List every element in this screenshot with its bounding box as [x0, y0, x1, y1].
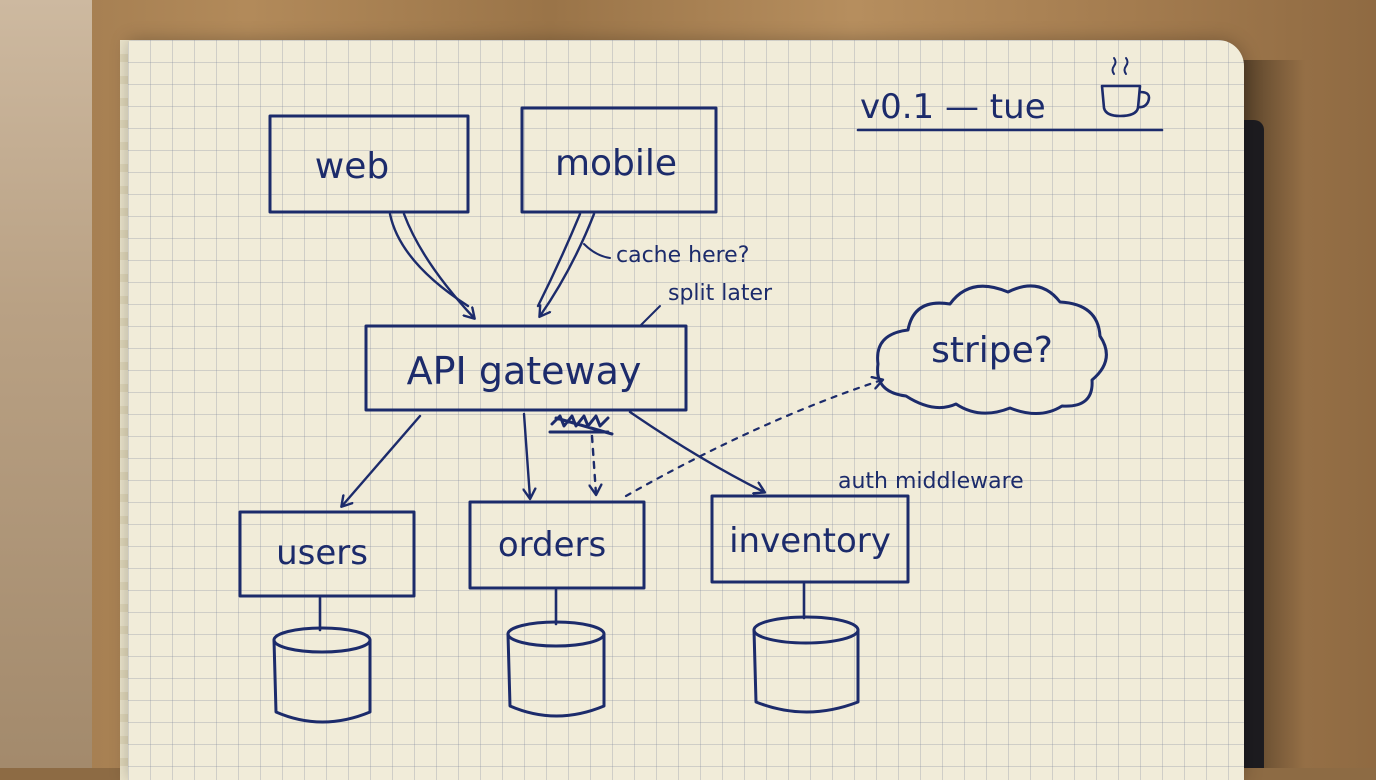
- split-pointer: [639, 305, 661, 327]
- cache-pointer: [583, 243, 611, 259]
- auth-annotation: auth middleware: [838, 469, 1024, 494]
- api-gateway-label: API gateway: [407, 349, 642, 393]
- coffee-cup-icon: [1100, 57, 1151, 118]
- web-node: web: [268, 114, 470, 214]
- stripe-cloud-node: stripe?: [876, 284, 1108, 415]
- gateway-to-inventory-arrow: [628, 410, 764, 492]
- users-label: users: [276, 533, 368, 573]
- orders-database-icon: [506, 620, 606, 718]
- api-gateway-node: API gateway: [364, 324, 688, 412]
- mobile-node: mobile: [520, 106, 718, 214]
- mobile-to-gateway-arrowhead: [540, 212, 596, 316]
- cache-annotation: cache here?: [616, 243, 749, 268]
- version-note: v0.1 — tue: [856, 87, 1164, 132]
- orders-node: orders: [468, 500, 646, 590]
- desk-left-area: [0, 0, 92, 768]
- web-to-gateway-arrowhead: [402, 212, 474, 318]
- stripe-label: stripe?: [931, 330, 1053, 371]
- inventory-node: inventory: [710, 494, 910, 584]
- orders-to-stripe-dashed-arrow: [624, 380, 882, 498]
- inventory-database-icon: [752, 615, 860, 714]
- orders-label: orders: [498, 525, 606, 565]
- users-node: users: [238, 510, 416, 598]
- split-annotation: split later: [668, 281, 773, 306]
- mobile-to-gateway-arrow: [536, 212, 582, 308]
- scribbled-out-text: [548, 414, 614, 436]
- stripe-cloud-outline: [876, 284, 1108, 415]
- gateway-to-orders-arrow: [524, 412, 530, 498]
- version-note-text: v0.1 — tue: [860, 87, 1046, 127]
- gateway-to-users-arrow: [342, 414, 422, 506]
- web-label: web: [315, 146, 389, 187]
- users-database-icon: [272, 626, 372, 724]
- mobile-label: mobile: [555, 143, 677, 184]
- gateway-to-orders-dashed-arrow: [592, 434, 596, 494]
- inventory-label: inventory: [729, 521, 891, 561]
